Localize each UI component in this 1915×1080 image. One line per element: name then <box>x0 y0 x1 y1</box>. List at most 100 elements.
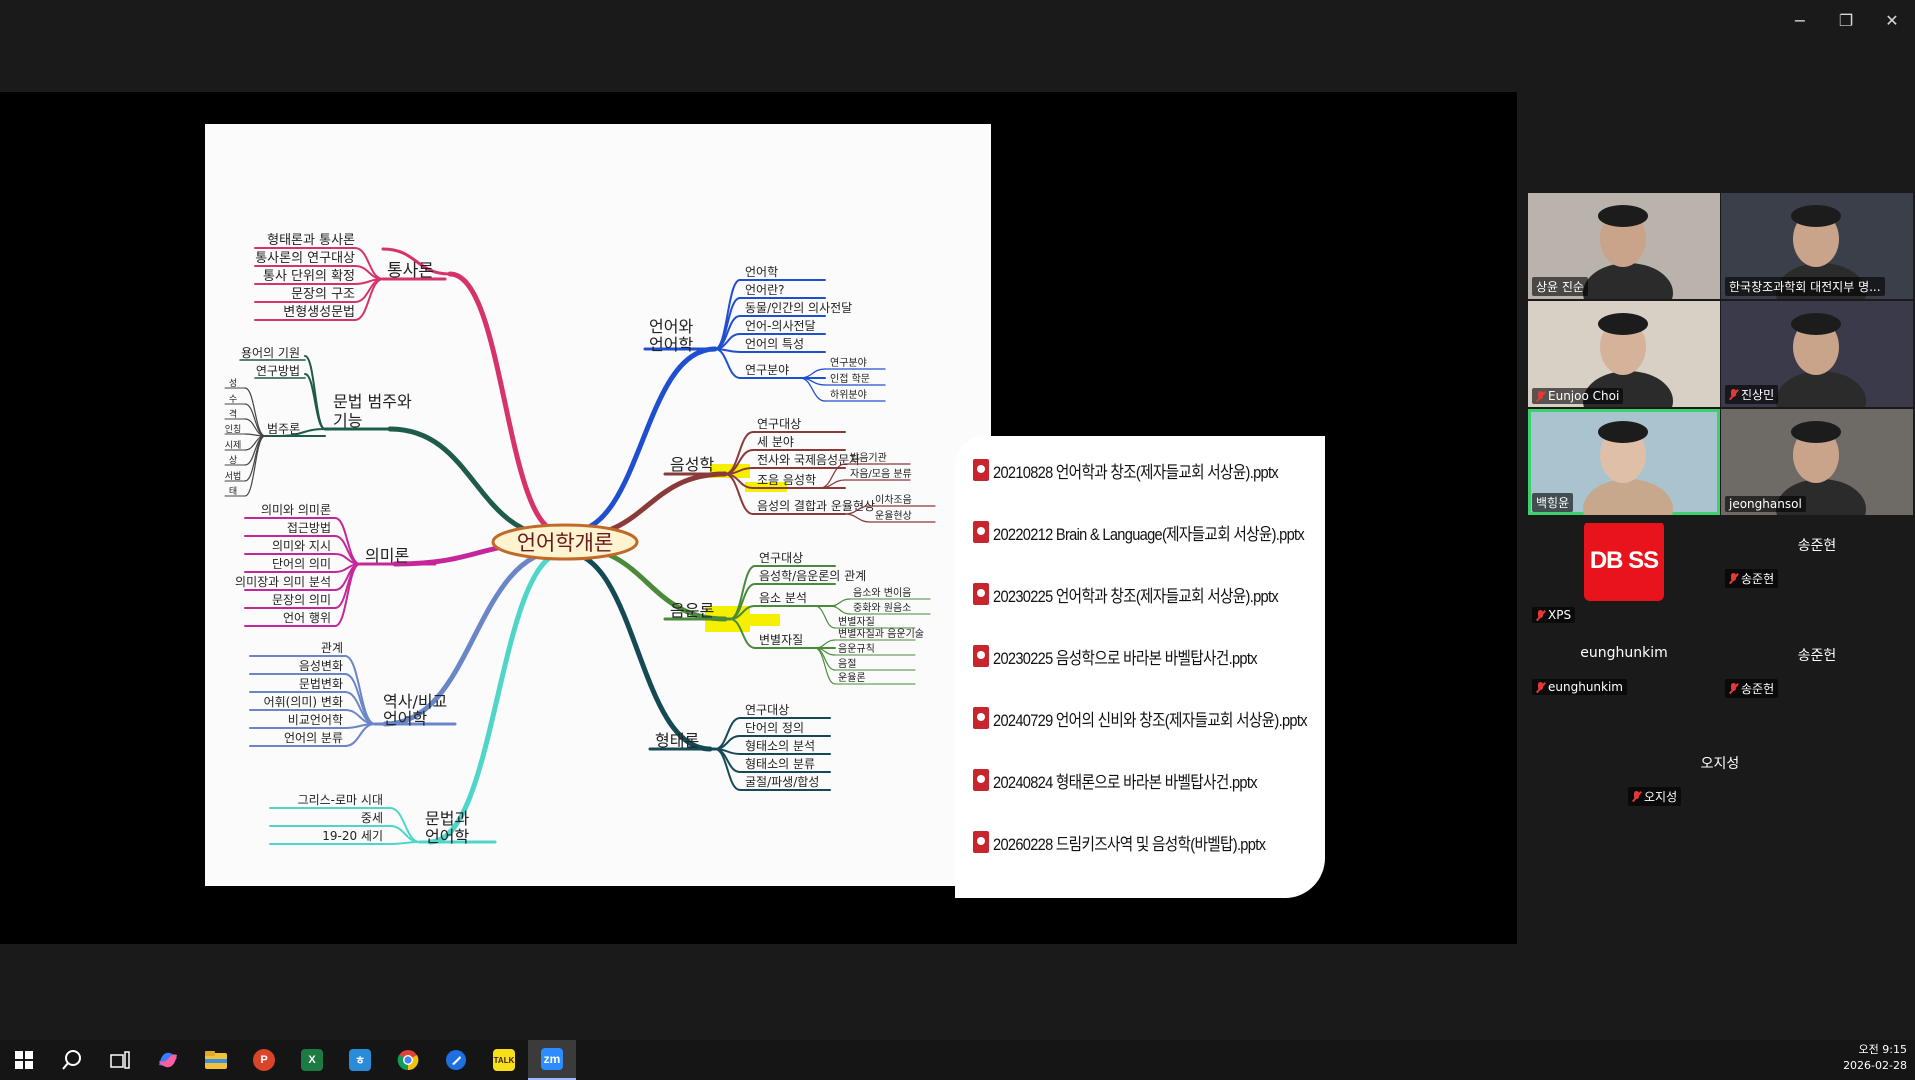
mindmap-branch-line <box>714 748 741 791</box>
file-explorer-icon[interactable] <box>192 1040 240 1080</box>
participant-name: 백힝윤 <box>1536 496 1570 510</box>
grammar-sub-item: 성 <box>229 378 237 389</box>
grammarhist-item: 중세 <box>361 811 383 825</box>
participant-name-label: jeonghansol <box>1725 496 1806 512</box>
semantics-item: 의미와 의미론 <box>261 503 331 517</box>
copilot-icon[interactable] <box>144 1040 192 1080</box>
mic-muted-icon <box>1536 390 1545 402</box>
hangul-icon[interactable]: ㅎ <box>336 1040 384 1080</box>
file-list-item[interactable]: 20220212 Brain & Language(제자들교회 서상윤).ppt… <box>973 514 1323 550</box>
semantics-item: 언어 행위 <box>283 610 331 625</box>
mindmap-center-label: 언어학개론 <box>517 531 614 555</box>
grammar-title-2: 기능 <box>333 411 362 430</box>
phonetics-sub-item: 발음기관 <box>850 452 887 464</box>
paint-app-icon[interactable] <box>432 1040 480 1080</box>
participant-video-tile[interactable]: 진상민 <box>1721 301 1913 407</box>
mindmap-branch-line <box>447 271 563 535</box>
mic-muted-icon <box>1536 609 1545 621</box>
participant-display-name: 송준헌 <box>1797 648 1837 664</box>
phonology-sub-item: 음운규칙 <box>838 643 875 655</box>
participant-name: 한국창조과학회 대전지부 명... <box>1729 280 1881 294</box>
kakaotalk-icon[interactable]: TALK <box>480 1040 528 1080</box>
participant-video-tile[interactable]: 한국창조과학회 대전지부 명... <box>1721 193 1913 299</box>
pptx-file-icon <box>973 769 989 791</box>
excel-icon[interactable]: X <box>288 1040 336 1080</box>
grammar-title-1: 문법 범주와 <box>333 392 412 411</box>
file-name: 20220212 Brain & Language(제자들교회 서상윤).ppt… <box>993 524 1305 544</box>
historical-item: 음성변화 <box>299 659 343 673</box>
search-icon[interactable] <box>48 1040 96 1080</box>
participant-name-label: 진상민 <box>1725 385 1779 404</box>
system-clock[interactable]: 오전 9:15 2026-02-28 <box>1843 1042 1907 1074</box>
participant-video-tile[interactable]: jeonghansol <box>1721 409 1913 515</box>
phonetics-sub-item: 운율현상 <box>875 510 912 522</box>
semantics-item: 의미장과 의미 분석 <box>235 575 331 589</box>
participant-hair <box>1791 421 1841 443</box>
phonology-sub-item: 변별자질 <box>838 616 875 628</box>
mindmap-branch-line <box>244 387 266 437</box>
participant-name-label: 오지성 <box>1628 787 1682 806</box>
phonetics-sub-item: 자음/모음 분류 <box>850 468 912 480</box>
file-list-item[interactable]: 20240729 언어의 신비와 창조(제자들교회 서상윤).pptx <box>973 700 1323 736</box>
restore-button[interactable]: ❐ <box>1838 10 1854 30</box>
mindmap-branch-line <box>562 549 713 752</box>
historical-title-2: 언어학 <box>383 709 427 728</box>
mindmap-branch-line <box>829 598 851 607</box>
mindmap-center-node <box>491 523 639 561</box>
mindmap-branch-line <box>814 605 836 629</box>
linguistics-item: 언어학 <box>745 265 778 279</box>
linguistics-sub-item: 하위분야 <box>830 388 867 401</box>
phonology-title: 음운론 <box>670 601 714 620</box>
mic-muted-icon <box>1729 683 1738 694</box>
semantics-item: 접근방법 <box>287 521 331 535</box>
chrome-icon[interactable] <box>384 1040 432 1080</box>
mindmap-branch-line <box>304 373 326 430</box>
file-name: 20230225 언어학과 창조(제자들교회 서상윤).pptx <box>993 586 1279 606</box>
kakaotalk-label: TALK <box>493 1049 515 1071</box>
zoom-icon[interactable]: zm <box>528 1040 576 1080</box>
pptx-file-icon <box>973 521 989 543</box>
participant-display-name: 송준현 <box>1797 538 1837 554</box>
task-view-icon[interactable] <box>96 1040 144 1080</box>
mindmap-branch-line <box>354 278 384 321</box>
powerpoint-icon[interactable]: P <box>240 1040 288 1080</box>
phonetics-title: 음성학 <box>670 455 714 474</box>
minimize-button[interactable]: − <box>1793 10 1807 30</box>
phonetics-item: 전사와 국제음성문자 <box>757 453 860 467</box>
phonology-item: 음성학/음운론의 관계 <box>759 569 866 583</box>
morphology-title: 형태론 <box>655 731 699 750</box>
grammarhist-item: 19-20 세기 <box>322 829 383 843</box>
clock-time: 오전 9:15 <box>1858 1043 1907 1056</box>
file-list-item[interactable]: 20230225 음성학으로 바라본 바벨탑사건.pptx <box>973 638 1323 674</box>
participant-video-tile[interactable]: Eunjoo Choi <box>1528 301 1720 407</box>
participant-hair <box>1598 205 1648 227</box>
windows-start-icon[interactable] <box>0 1040 48 1080</box>
historical-item: 비교언어학 <box>288 713 343 727</box>
mindmap-branch-line <box>387 426 563 540</box>
participant-hair <box>1598 313 1648 335</box>
file-list-item[interactable]: 20240824 형태론으로 바라본 바벨탑사건.pptx <box>973 762 1323 798</box>
file-list-item[interactable]: 20230225 언어학과 창조(제자들교회 서상윤).pptx <box>973 576 1323 612</box>
window-controls: − ❐ ✕ <box>1777 0 1915 40</box>
file-list-item[interactable]: 20260228 드림키즈사역 및 음성학(바벨탑).pptx <box>973 824 1323 860</box>
morphology-item: 굴절/파생/합성 <box>745 775 819 789</box>
participant-name-label: 송준현 <box>1725 569 1779 588</box>
close-button[interactable]: ✕ <box>1885 10 1899 30</box>
historical-item: 어휘(의미) 변화 <box>264 695 343 709</box>
participant-video-tile[interactable]: 상윤 진순 <box>1528 193 1720 299</box>
mindmap-branch-line <box>334 517 361 565</box>
phonology-item: 연구대상 <box>759 551 803 565</box>
participant-body <box>1583 263 1673 299</box>
pptx-file-icon <box>973 645 989 667</box>
phonology-sub-item: 중화와 원음소 <box>853 602 911 614</box>
file-list-item[interactable]: 20210828 언어학과 창조(제자들교회 서상윤).pptx <box>973 452 1323 488</box>
file-name: 20240729 언어의 신비와 창조(제자들교회 서상윤).pptx <box>993 710 1308 730</box>
participant-video-tile[interactable]: 백힝윤 <box>1528 409 1720 515</box>
